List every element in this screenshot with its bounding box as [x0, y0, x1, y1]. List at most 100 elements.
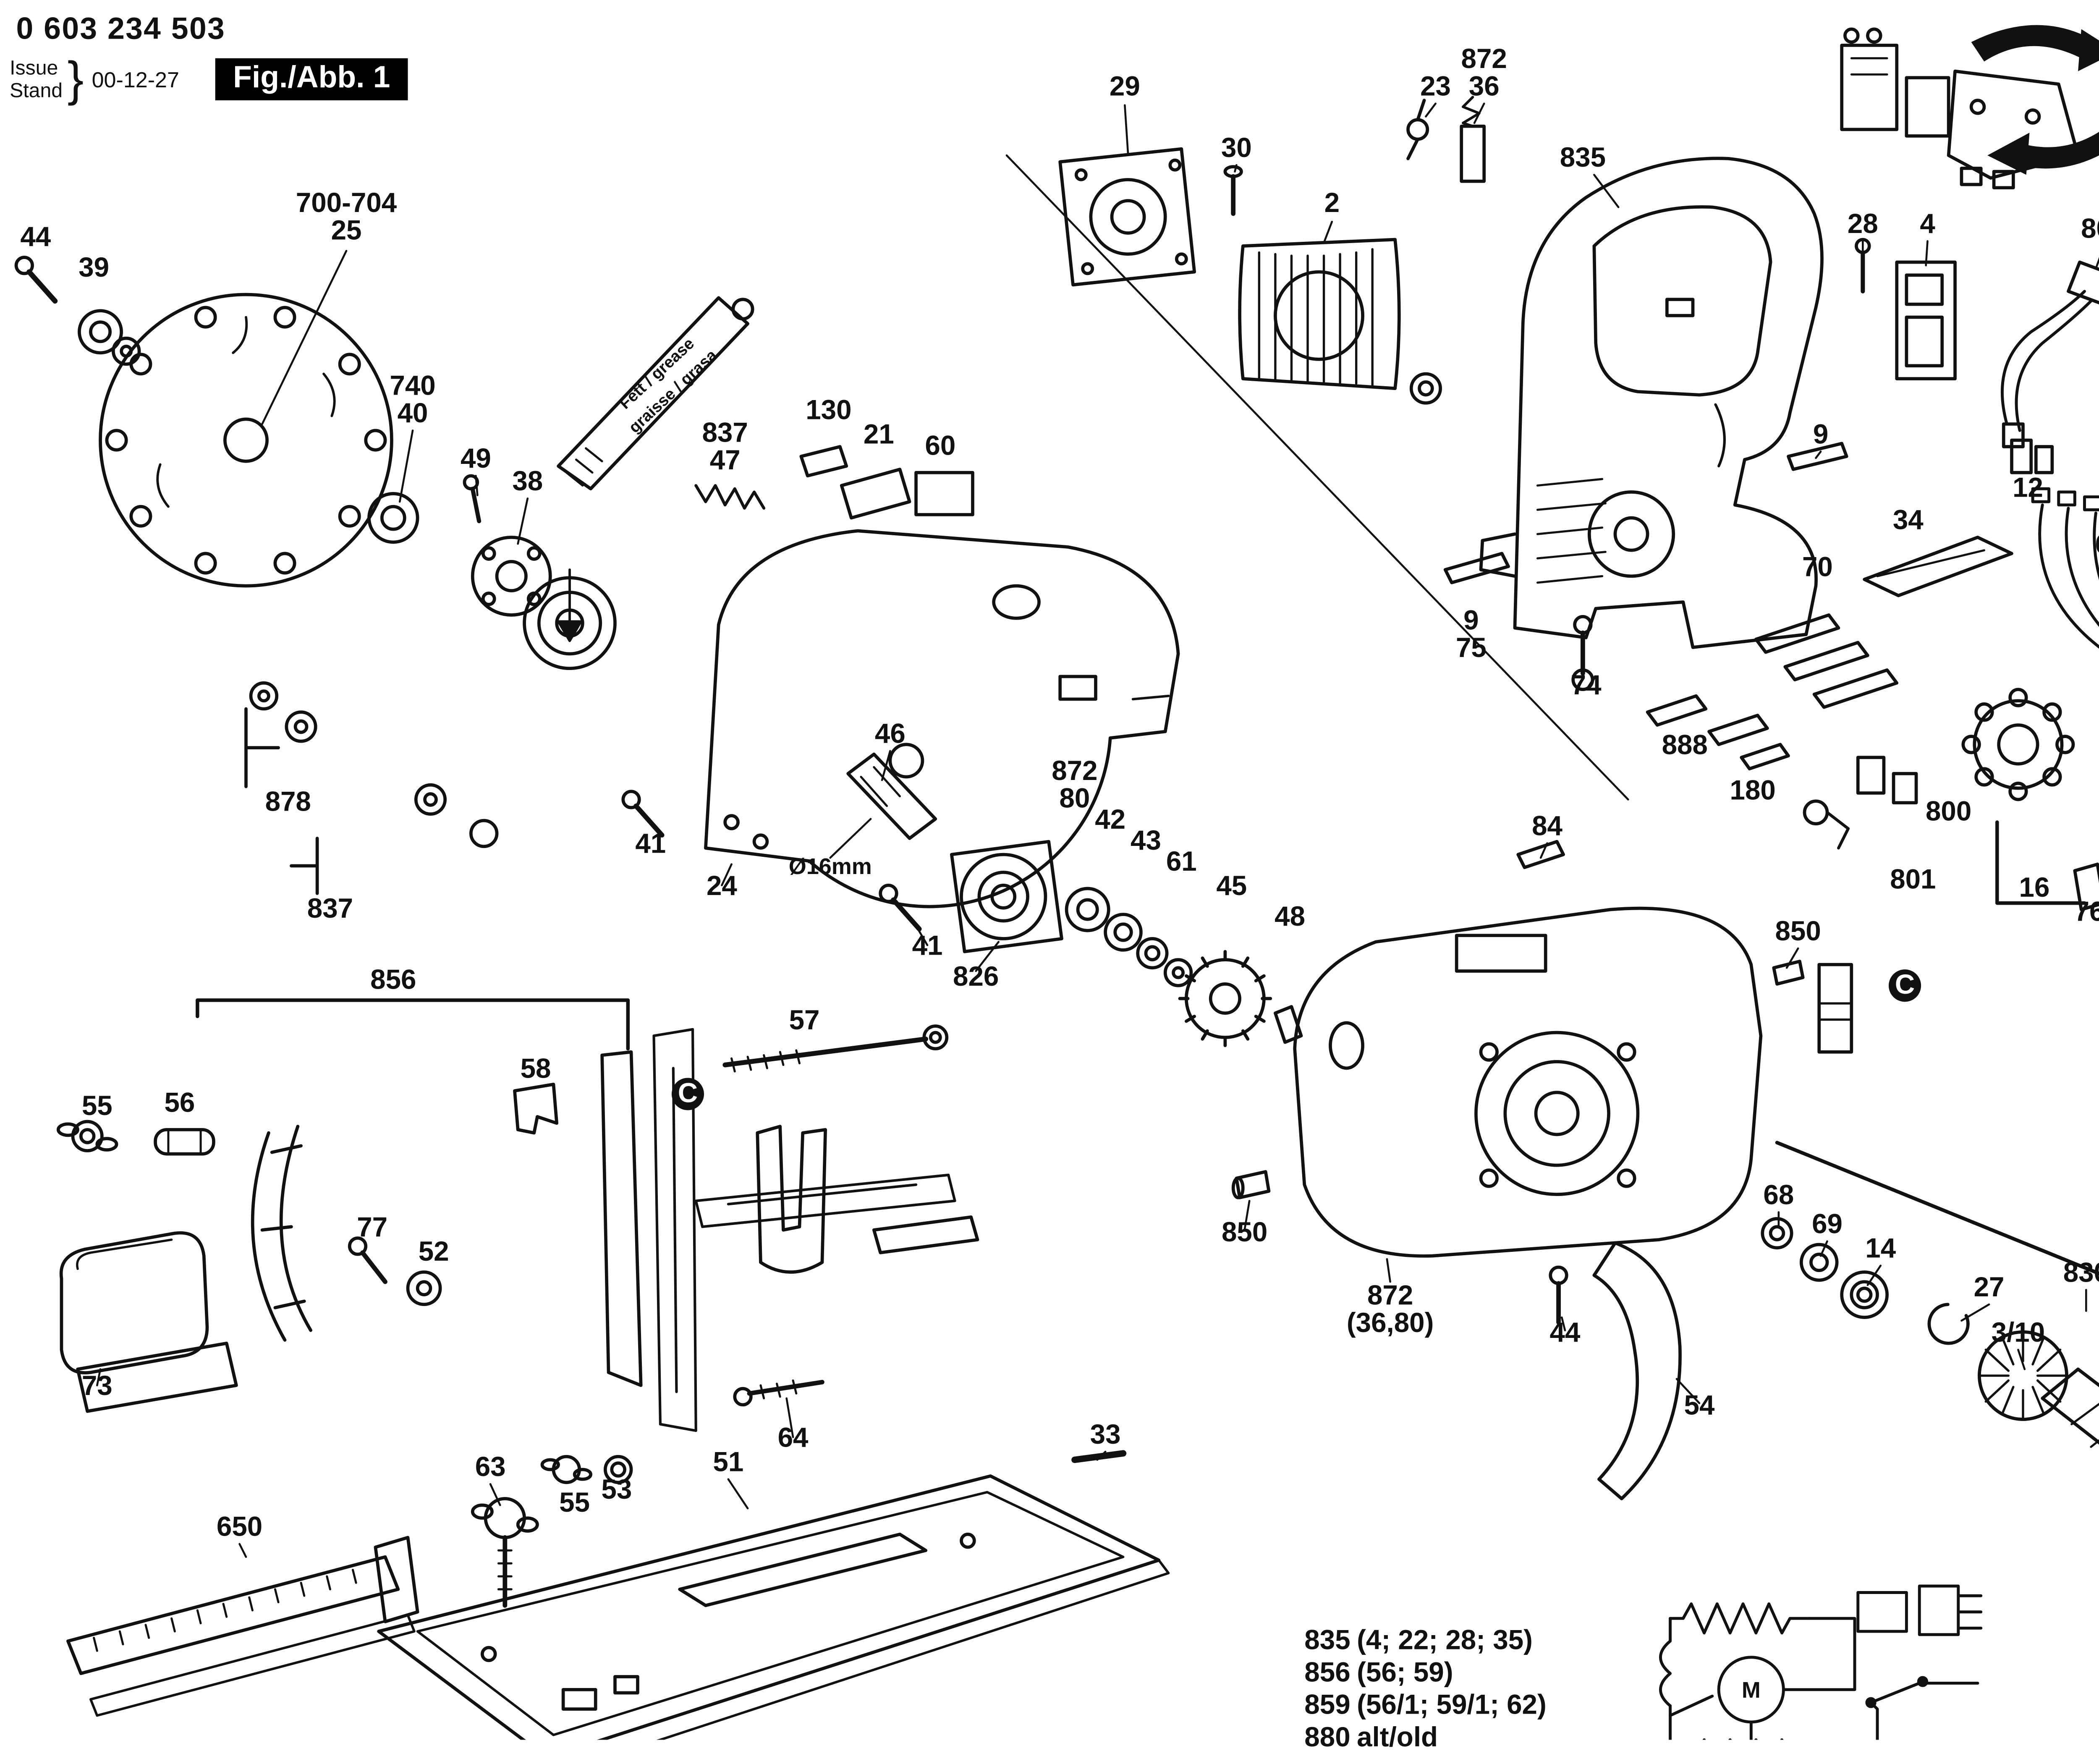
legend-detail: (4; 22; 28; 35) — [1357, 1625, 1533, 1656]
brush-holder-800-drawing — [1856, 688, 2075, 805]
part-label-800: 800 — [1926, 796, 1971, 827]
legend-row-856: 856(56; 59) — [1304, 1657, 1553, 1690]
part-label-23: 23 — [1420, 71, 1451, 101]
figure-label: Fig./Abb. 1 — [215, 58, 408, 101]
wing-nut-55a-drawing — [56, 1120, 118, 1152]
part-label-58: 58 — [521, 1053, 551, 1084]
legend-row-859: 859(56/1; 59/1; 62) — [1304, 1690, 1553, 1722]
legend-ref: 856 — [1304, 1657, 1350, 1688]
part-label-310: 3/10 — [1992, 1317, 2045, 1348]
part-label-74: 74 — [1571, 670, 1602, 700]
part-label-650: 650 — [217, 1511, 262, 1542]
label-plate-130-drawing — [799, 445, 848, 478]
grease-tube-drawing — [557, 296, 754, 491]
gear-45-drawing — [1178, 950, 1272, 1047]
shaft-46-drawing — [846, 752, 937, 840]
bracket-830-drawing — [1775, 1141, 2099, 1276]
pin-850a-drawing — [1772, 960, 1853, 1054]
part-label-180: 180 — [1730, 775, 1776, 805]
brush-spring-23-drawing — [1406, 99, 1429, 160]
part-label-63: 63 — [475, 1451, 506, 1482]
screw-30-drawing — [1223, 165, 1243, 216]
schematic-motor-label: M — [1742, 1678, 1761, 1703]
screw-44-drawing — [14, 256, 58, 304]
motor-housing-835-drawing — [1479, 157, 1824, 649]
rip-fence-650-drawing — [66, 1536, 419, 1717]
part-label-48: 48 — [1275, 901, 1305, 932]
part-label-38: 38 — [512, 466, 543, 496]
svg-text:C: C — [1895, 969, 1915, 1000]
part-label-801: 801 — [1890, 864, 1936, 895]
part-label-872: 872 — [1052, 755, 1097, 786]
part-label-30: 30 — [1221, 132, 1252, 163]
part-label-67: 67 — [2095, 529, 2099, 559]
part-label-64: 64 — [778, 1422, 809, 1453]
strips-70-drawing — [1754, 613, 1899, 709]
part-label-9: 9 — [1813, 419, 1828, 449]
legend-ref: 859 — [1304, 1690, 1350, 1721]
part-label-49: 49 — [461, 443, 491, 474]
part-label-55: 55 — [559, 1487, 590, 1518]
part-label-52: 52 — [419, 1236, 449, 1267]
part-label-16: 16 — [2019, 872, 2050, 903]
diameter-label: Ø16mm — [789, 854, 872, 879]
legend-ref: 835 — [1304, 1625, 1350, 1656]
part-label-24: 24 — [707, 870, 737, 901]
detail-markers: CC — [671, 969, 1921, 1110]
part-label-55: 55 — [82, 1090, 113, 1121]
part-label-43: 43 — [1131, 825, 1161, 856]
part-label-76: 76 — [2074, 896, 2099, 927]
part-label-68: 68 — [1763, 1179, 1794, 1210]
part-label-835: 835 — [1560, 142, 1606, 173]
terminal-12-drawing — [2010, 438, 2054, 474]
part-label-80: 80 — [1059, 783, 1090, 814]
bearing-826-drawing — [950, 840, 1063, 953]
part-label-27: 27 — [1974, 1272, 2005, 1302]
svg-text:C: C — [678, 1077, 698, 1108]
part-label-40: 40 — [398, 398, 428, 428]
base-assembly-856-drawing — [196, 998, 979, 1432]
bracket-878-drawing — [244, 681, 499, 895]
part-label-39: 39 — [79, 252, 109, 283]
legend-ref: 880 — [1304, 1722, 1350, 1753]
base-plate-51-drawing — [377, 1474, 1170, 1740]
part-label-14: 14 — [1865, 1233, 1896, 1263]
part-label-44: 44 — [20, 221, 51, 252]
part-label-47: 47 — [710, 445, 741, 475]
part-label-130: 130 — [806, 394, 851, 425]
strip-9-75-drawing — [1443, 552, 1510, 584]
part-label-42: 42 — [1095, 804, 1125, 835]
wire-801-drawing — [1803, 799, 1850, 850]
part-label-29: 29 — [1110, 71, 1140, 101]
screw-64-drawing — [733, 1379, 824, 1407]
part-label-3680: (36,80) — [1347, 1307, 1434, 1338]
screw-41b-drawing — [879, 883, 922, 932]
part-label-45: 45 — [1216, 870, 1247, 901]
part-label-740: 740 — [390, 370, 435, 401]
screw-74-drawing — [1571, 615, 1594, 691]
issue-label: Issue — [10, 56, 58, 79]
legend-detail: (56; 59) — [1357, 1657, 1453, 1688]
clip-58-drawing — [513, 1083, 559, 1135]
part-label-850: 850 — [1222, 1217, 1267, 1247]
part-label-28: 28 — [1848, 208, 1878, 239]
flange-38-drawing — [471, 536, 552, 617]
pin-850b-drawing — [1231, 1170, 1271, 1199]
part-label-9: 9 — [1463, 605, 1479, 636]
plate-76b-drawing — [2073, 862, 2099, 911]
stand-label: Stand — [10, 79, 63, 102]
installation-inset-drawing — [1840, 25, 2099, 190]
saw-blade-drawing — [99, 293, 393, 588]
reference-legend: 835(4; 22; 28; 35) 856(56; 59) 859(56/1;… — [1304, 1625, 1553, 1755]
bearing-plate-29-drawing — [1058, 147, 1196, 287]
part-label-61: 61 — [1166, 846, 1197, 877]
pin-33-drawing — [1071, 1450, 1127, 1463]
legend-detail: (56/1; 59/1; 62) — [1357, 1690, 1547, 1721]
part-label-837: 837 — [702, 417, 748, 448]
part-label-84: 84 — [1532, 810, 1562, 841]
nut-52-drawing — [406, 1270, 442, 1306]
part-label-60: 60 — [925, 430, 955, 461]
gear-housing-872-drawing — [1293, 906, 1763, 1258]
